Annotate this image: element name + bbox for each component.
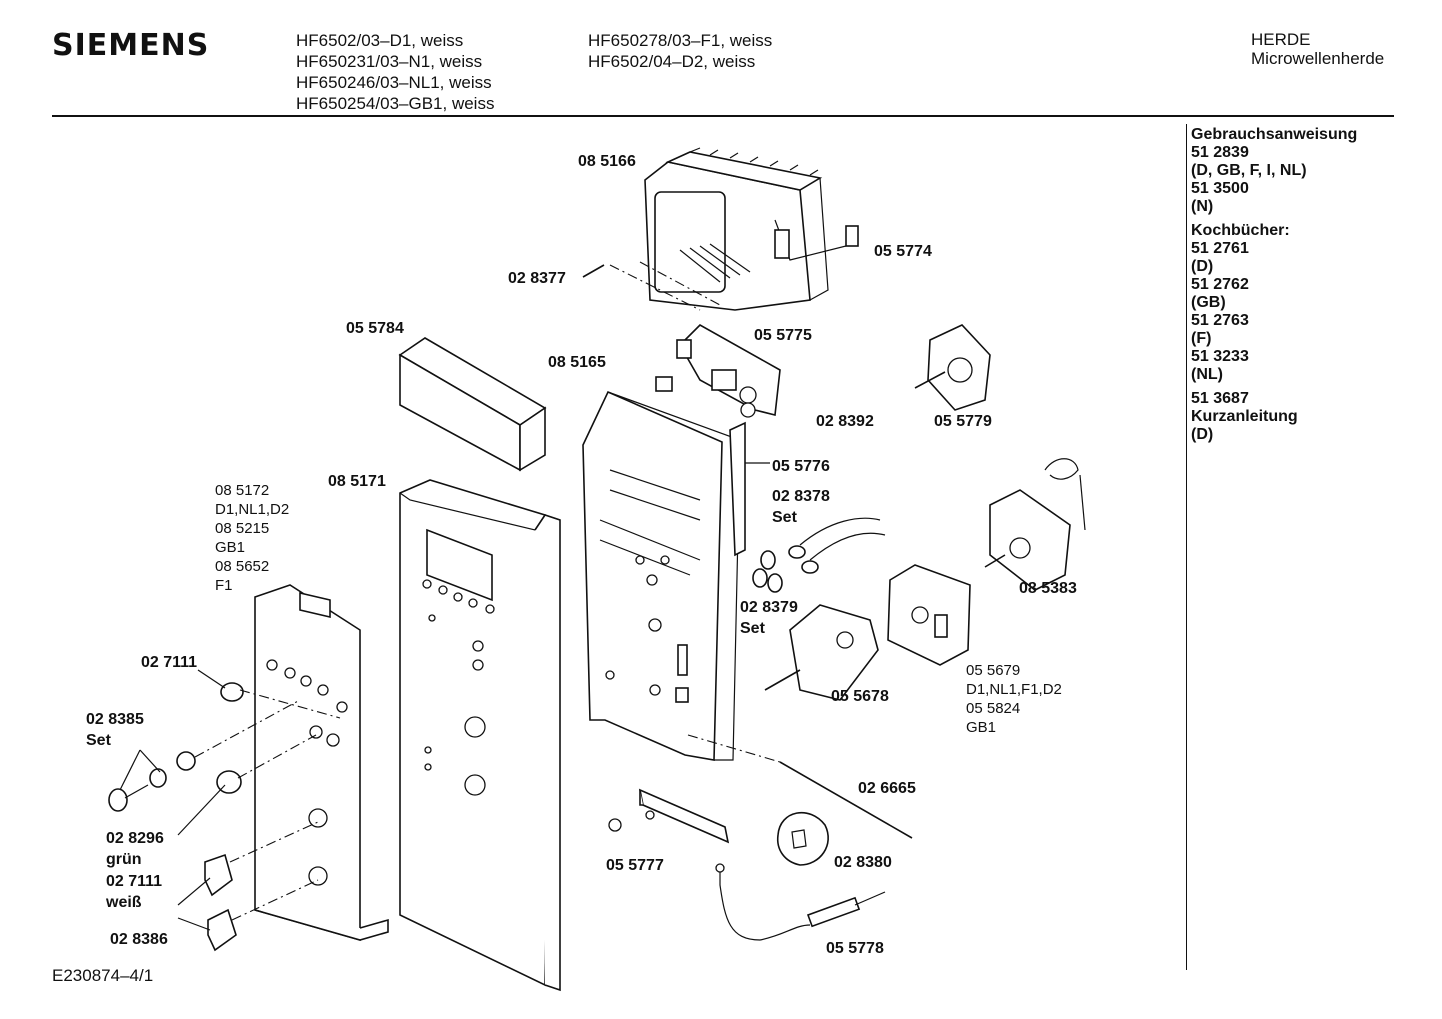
button-set-028385 [108, 699, 301, 812]
label-085172: 08 5172 [215, 482, 269, 499]
strip-055776 [729, 421, 770, 557]
connector-pins [609, 243, 751, 311]
label-055784: 05 5784 [346, 320, 404, 337]
model-item: HF650246/03–NL1, weiss [296, 73, 492, 92]
frame-085171 [399, 479, 561, 992]
doc-line: (NL) [1191, 366, 1223, 383]
label-028377: 02 8377 [508, 270, 566, 287]
brand-logo: SIEMENS [52, 28, 210, 63]
label-028379-set: Set [740, 620, 766, 637]
label-028385: 02 8385 [86, 711, 144, 728]
doc-line: Kurzanleitung [1191, 408, 1298, 425]
model-item: HF6502/03–D1, weiss [296, 31, 464, 50]
label-085215-variant: GB1 [215, 539, 245, 556]
label-055679: 05 5679 [966, 662, 1020, 679]
model-list-2: HF650278/03–F1, weiss HF6502/04–D2, weis… [588, 30, 772, 72]
label-055775: 05 5775 [754, 327, 812, 344]
drawing-id: E230874–4/1 [52, 966, 154, 985]
display-module [644, 147, 859, 311]
doc-line: (D) [1191, 258, 1214, 275]
doc-line: 51 3233 [1191, 348, 1249, 365]
label-027111-button: 02 7111 [141, 654, 197, 671]
model-item: HF6502/04–D2, weiss [588, 52, 756, 71]
model-item: HF650254/03–GB1, weiss [296, 94, 495, 113]
block-055784 [398, 337, 547, 472]
part-labels: 08 5166 02 8377 05 5774 05 5784 05 5775 … [86, 153, 1077, 957]
doc-line: 51 2763 [1191, 312, 1249, 329]
label-055678: 05 5678 [831, 688, 889, 705]
leader-lines [119, 669, 226, 931]
label-085652-variant: F1 [215, 577, 233, 594]
switch-055679 [887, 564, 971, 666]
label-027111-knob: 02 7111 [106, 873, 162, 890]
label-085215: 08 5215 [215, 520, 269, 537]
sidebar-divider [1186, 124, 1187, 970]
label-085171: 08 5171 [328, 473, 386, 490]
doc-line: 51 3500 [1191, 180, 1249, 197]
label-055824-variant: GB1 [966, 719, 996, 736]
doc-line: 51 2839 [1191, 144, 1249, 161]
rod-026665 [687, 734, 913, 839]
doc-line: (D) [1191, 426, 1214, 443]
doc-line: (D, GB, F, I, NL) [1191, 162, 1307, 179]
switch-055678 [764, 604, 879, 701]
doc-line: (F) [1191, 330, 1212, 347]
documentation-list: Gebrauchsanweisung 51 2839 (D, GB, F, I,… [1191, 126, 1357, 444]
label-055776: 05 5776 [772, 458, 830, 475]
label-085383: 08 5383 [1019, 580, 1077, 597]
cable-set-028379 [752, 550, 783, 593]
model-item: HF650278/03–F1, weiss [588, 31, 773, 50]
label-055778: 05 5778 [826, 940, 884, 957]
cable-055778 [715, 863, 886, 941]
label-085172-variant: D1,NL1,D2 [215, 501, 289, 518]
label-055824: 05 5824 [966, 700, 1020, 717]
switch-055779 [914, 324, 991, 411]
label-028380: 02 8380 [834, 854, 892, 871]
category-subtitle: Microwellenherde [1251, 49, 1385, 68]
label-028296-variant: grün [106, 851, 142, 868]
label-028385-set: Set [86, 732, 112, 749]
header-divider [52, 115, 1394, 117]
label-026665: 02 6665 [858, 780, 916, 797]
label-028392: 02 8392 [816, 413, 874, 430]
doc-line: 51 2762 [1191, 276, 1249, 293]
model-item: HF650231/03–N1, weiss [296, 52, 483, 71]
label-028378-set: Set [772, 509, 798, 526]
chassis-085165 [582, 390, 741, 761]
knob-028386 [207, 879, 319, 952]
doc-line: Gebrauchsanweisung [1191, 126, 1358, 143]
front-panel-085172 [254, 584, 389, 942]
doc-line: 51 2761 [1191, 240, 1249, 257]
cable-set-028378 [788, 517, 886, 574]
disc-028380 [776, 811, 829, 866]
doc-line: (N) [1191, 198, 1214, 215]
category: HERDE Microwellenherde [1251, 30, 1384, 68]
model-list-1: HF6502/03–D1, weiss HF650231/03–N1, weis… [296, 30, 494, 114]
label-055777: 05 5777 [606, 857, 664, 874]
label-028296: 02 8296 [106, 830, 164, 847]
label-027111-knob-variant: weiß [105, 894, 142, 911]
label-055779: 05 5779 [934, 413, 992, 430]
pin-028377 [582, 264, 605, 278]
label-028386: 02 8386 [110, 931, 168, 948]
label-055679-variant: D1,NL1,F1,D2 [966, 681, 1062, 698]
label-055774: 05 5774 [874, 243, 932, 260]
label-028379: 02 8379 [740, 599, 798, 616]
button-027111 [220, 682, 341, 719]
board-055775 [655, 324, 781, 418]
bracket-055777 [608, 788, 730, 844]
doc-line: 51 3687 [1191, 390, 1249, 407]
knob-027111 [204, 821, 319, 897]
doc-line: Kochbücher: [1191, 222, 1290, 239]
label-085165: 08 5165 [548, 354, 606, 371]
category-title: HERDE [1251, 30, 1311, 49]
label-085166: 08 5166 [578, 153, 636, 170]
doc-line: (GB) [1191, 294, 1226, 311]
label-028378: 02 8378 [772, 488, 830, 505]
switch-085383 [984, 458, 1086, 591]
label-085652: 08 5652 [215, 558, 269, 575]
